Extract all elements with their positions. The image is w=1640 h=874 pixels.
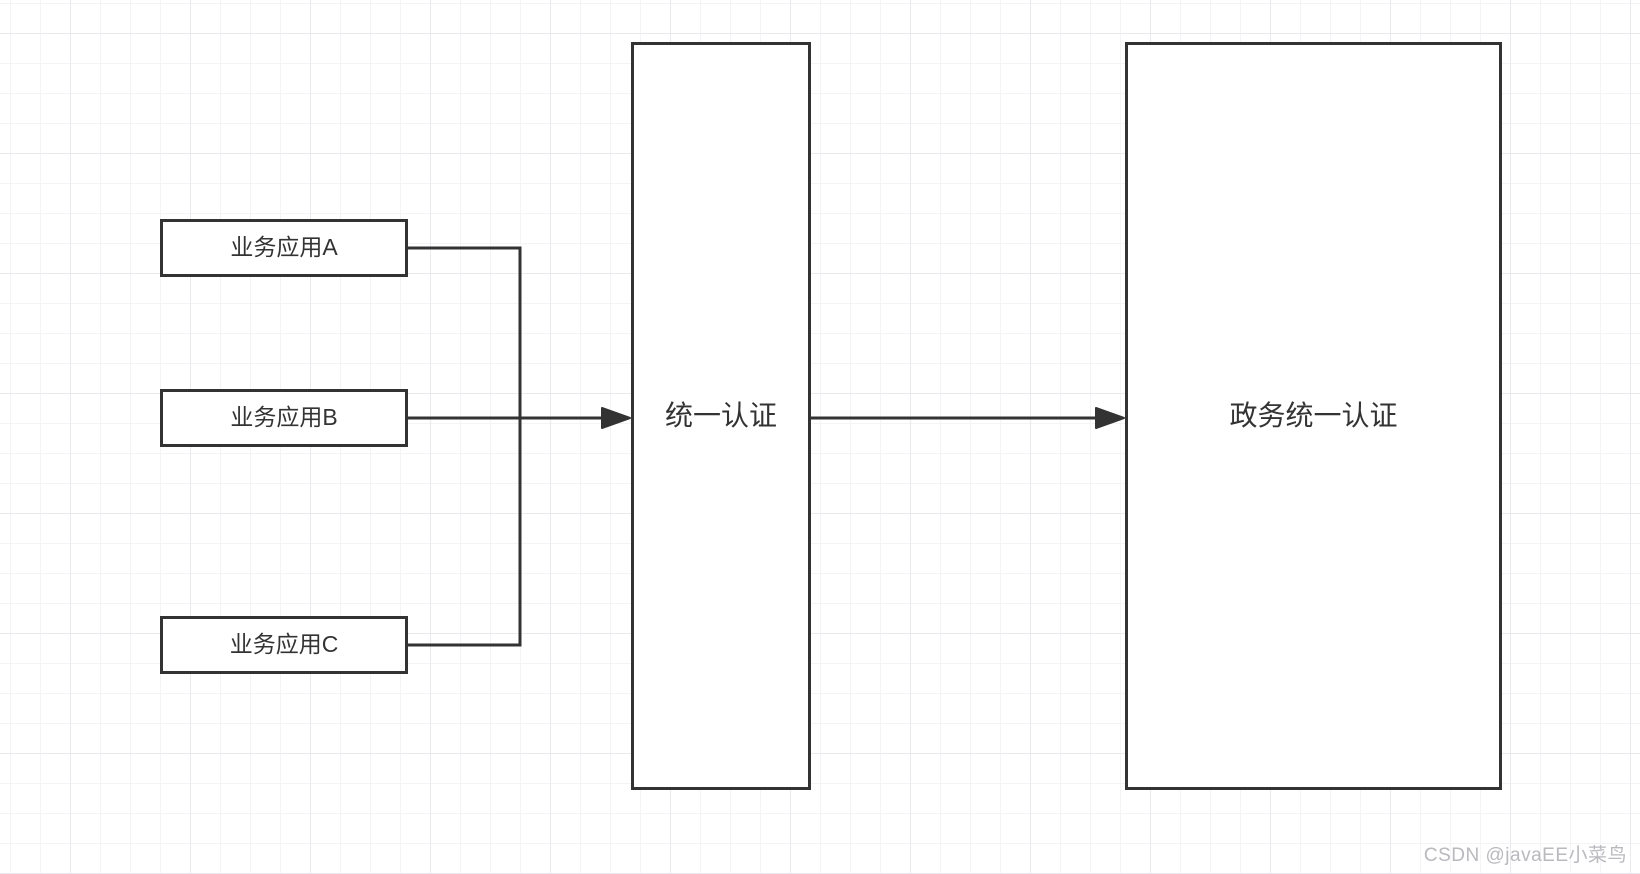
arrowhead-unified-auth bbox=[601, 407, 631, 429]
node-app-a: 业务应用A bbox=[160, 219, 408, 277]
connector-app-a-app-c-trunk bbox=[407, 246, 522, 647]
node-app-b: 业务应用B bbox=[160, 389, 408, 447]
node-gov-unified-auth: 政务统一认证 bbox=[1125, 42, 1502, 790]
node-app-c: 业务应用C bbox=[160, 616, 408, 674]
node-app-c-label: 业务应用C bbox=[229, 631, 339, 658]
arrowhead-gov-unified-auth bbox=[1095, 407, 1125, 429]
node-gov-unified-auth-label: 政务统一认证 bbox=[1229, 400, 1398, 432]
watermark-text: CSDN @javaEE小菜鸟 bbox=[1423, 845, 1627, 866]
node-unified-auth-label: 统一认证 bbox=[664, 400, 777, 432]
node-app-a-label: 业务应用A bbox=[230, 234, 338, 261]
node-unified-auth: 统一认证 bbox=[631, 42, 811, 790]
node-app-b-label: 业务应用B bbox=[230, 404, 338, 431]
